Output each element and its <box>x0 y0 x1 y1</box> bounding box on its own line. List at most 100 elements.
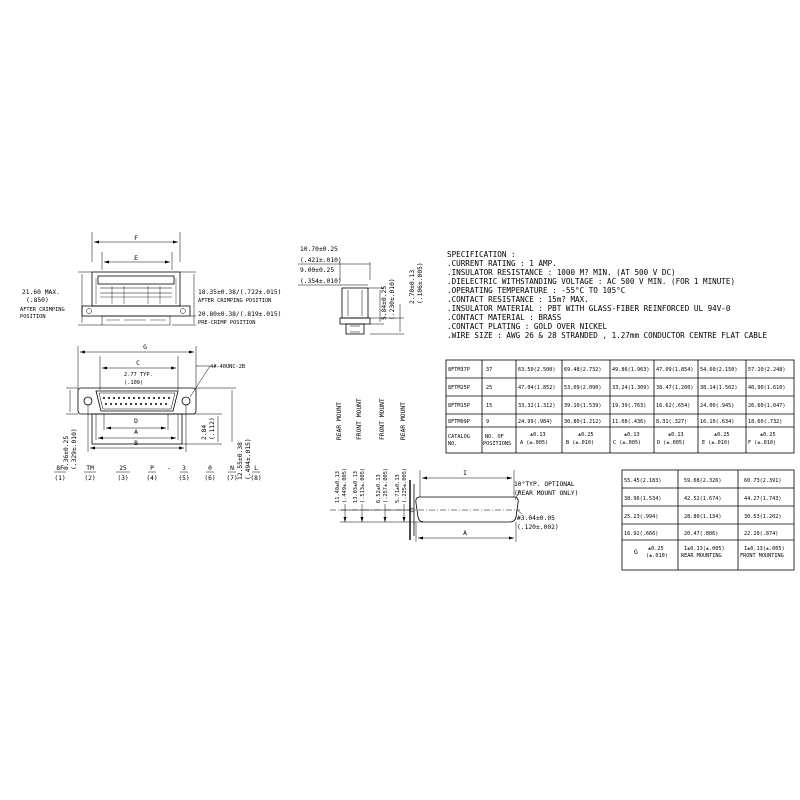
pn-code-7: N <box>230 465 234 472</box>
pn-index-2: (2) <box>84 475 95 482</box>
t1-r3-c3: 30.80(1.212) <box>564 419 601 425</box>
spec-line-6: .INSULATOR MATERIAL : PBT WITH GLASS-FIB… <box>447 304 731 313</box>
t2-r0-c0: 55.45(2.183) <box>624 478 661 484</box>
t1-h5-bot: D (±.005) <box>657 440 685 446</box>
t1-r0-c4: 49.86(1.963) <box>612 367 649 373</box>
t1-r0-c6: 54.60(2.150) <box>700 367 737 373</box>
side-dim-2: 9.00±0.25 <box>300 267 334 274</box>
t1-r1-c0: 8FTM25P <box>448 385 470 391</box>
t2-r2-c1: 28.80(1.134) <box>684 514 721 520</box>
t1-r2-c1: 15 <box>486 403 492 409</box>
f-label: F <box>134 235 138 242</box>
spec-line-7: .CONTACT MATERIAL : BRASS <box>447 313 562 322</box>
side-vdim-1: 5.84±0.25 <box>381 286 388 320</box>
pn-code-8: L <box>254 465 258 472</box>
t1-r3-c0: 8FTM09P <box>448 419 470 425</box>
hole-inch: (.120±.002) <box>517 524 559 531</box>
pn-index-3: (3) <box>117 475 128 482</box>
spec-line-3: .DIELECTRIC WITHSTANDING VOLTAGE : AC 50… <box>447 277 735 286</box>
t1-r2-c2: 33.32(1.312) <box>518 403 555 409</box>
t1-h7-bot: F (±.010) <box>748 440 776 446</box>
t1-r0-c3: 69.48(2.732) <box>564 367 601 373</box>
t2-r2-c0: 25.23(.994) <box>624 514 658 520</box>
angle-label: 10°TYP. OPTIONAL <box>514 480 575 488</box>
left-dim-inch: (.850) <box>26 297 49 304</box>
dimension-table-2: 55.45(2.183) 59.08(2.326) 60.73(2.391) 3… <box>621 469 795 571</box>
part-number-legend: 8F TM 25 P - 3 0 N L (1) (2) (3) (4) (5)… <box>54 465 262 482</box>
connector-body-side <box>341 287 369 319</box>
t1-r2-c0: 8FTM15P <box>448 403 470 409</box>
pn-code-5: 3 <box>182 465 186 472</box>
t2-h0-letter: G <box>634 549 638 556</box>
mount-view: REAR MOUNT FRONT MOUNT FRONT MOUNT REAR … <box>330 398 578 542</box>
pn-index-8: (8) <box>250 475 261 482</box>
t1-r1-c1: 25 <box>486 385 492 391</box>
pn-code-4: P <box>150 465 154 472</box>
connector-flange-front <box>81 305 191 317</box>
t1-r0-c2: 63.50(2.500) <box>518 367 555 373</box>
top-left-dim-inch: (.329±.010) <box>71 428 78 470</box>
t1-h2-top: ±0.13 <box>530 432 546 438</box>
mount-v1-inch: (.449±.005) <box>342 468 348 503</box>
t1-h6-top: ±0.25 <box>714 432 730 438</box>
g-label: G <box>143 344 147 351</box>
specification-block: SPECIFICATION : .CURRENT RATING : 1 AMP.… <box>447 250 767 340</box>
mount-hole-right <box>181 396 191 406</box>
t1-h0-bot: NO. <box>448 441 457 447</box>
angle-note: (REAR MOUNT ONLY) <box>514 490 578 497</box>
t1-r2-c6: 24.00(.945) <box>700 403 734 409</box>
mount-v2: 13.03±0.13 <box>353 471 359 503</box>
pn-code-6: 0 <box>208 465 212 472</box>
spec-line-0: SPECIFICATION : <box>447 250 516 259</box>
mount-v2-inch: (.513±.005) <box>360 468 366 503</box>
top-right-dim-2-inch: (.494±.015) <box>245 438 252 480</box>
t2-r2-c2: 30.53(1.202) <box>744 514 781 520</box>
side-vdim-1-inch: (.230±.010) <box>389 278 396 320</box>
t1-r2-c3: 39.10(1.539) <box>564 403 601 409</box>
t1-h1-bot: POSITIONS <box>483 441 511 447</box>
t2-r1-c0: 38.96(1.534) <box>624 496 661 502</box>
t2-r3-c2: 22.20(.874) <box>744 531 778 537</box>
mount-a-label: A <box>463 530 467 537</box>
side-dim-1-inch: (.421±.010) <box>300 257 342 264</box>
pn-index-6: (6) <box>204 475 215 482</box>
mount-hole-left <box>83 396 93 406</box>
spec-line-2: .INSULATOR RESISTANCE : 1000 M? MIN. (AT… <box>447 268 676 277</box>
left-note-1: AFTER CRIMPING <box>20 307 65 313</box>
t1-r3-c6: 16.10(.634) <box>700 419 734 425</box>
mount-col-4: REAR MOUNT <box>400 402 407 440</box>
b-label: B <box>134 440 138 447</box>
right-dim-1: 18.35±0.38/(.722±.015) <box>198 289 281 296</box>
left-dim-label: 21.60 MAX. <box>22 289 60 296</box>
mount-col-2: FRONT MOUNT <box>356 398 363 440</box>
spec-line-4: .OPERATING TEMPERATURE : -55°C TO 105°C <box>447 286 625 295</box>
t2-r3-c1: 20.47(.806) <box>684 531 718 537</box>
connector-body-top <box>91 413 183 445</box>
t2-r1-c1: 42.52(1.674) <box>684 496 721 502</box>
t2-r3-c0: 16.92(.666) <box>624 531 658 537</box>
e-label: E <box>134 255 138 262</box>
dimension-table-1: 8FTM37P 37 63.50(2.500) 69.48(2.732) 49.… <box>445 359 795 454</box>
spec-line-5: .CONTACT RESISTANCE : 15m? MAX. <box>447 295 589 304</box>
pn-code-dash: - <box>167 465 171 472</box>
t1-h5-top: ±0.13 <box>668 432 684 438</box>
left-note-2: POSITION <box>20 314 46 320</box>
t1-r2-c4: 19.39(.763) <box>612 403 646 409</box>
t2-h1-bot: REAR MOUNTING <box>681 553 722 559</box>
t1-r3-c7: 18.60(.732) <box>748 419 782 425</box>
side-dim-2-inch: (.354±.010) <box>300 278 342 285</box>
front-view: F E <box>20 232 281 326</box>
t1-h3-top: ±0.25 <box>578 432 594 438</box>
mount-col-1: REAR MOUNT <box>336 402 343 440</box>
mount-v3-inch: (.257±.005) <box>383 468 389 503</box>
mount-v3: 6.52±0.13 <box>376 474 382 503</box>
contact-pins <box>103 397 170 405</box>
spec-line-1: .CURRENT RATING : 1 AMP. <box>447 259 557 268</box>
t2-r1-c2: 44.27(1.743) <box>744 496 781 502</box>
t2-r0-c1: 59.08(2.326) <box>684 478 721 484</box>
side-dim-1: 10.70±0.25 <box>300 246 338 253</box>
connector-flange-top <box>77 387 197 415</box>
t1-r0-c7: 57.10(2.248) <box>748 367 785 373</box>
t2-r0-c2: 60.73(2.391) <box>744 478 781 484</box>
